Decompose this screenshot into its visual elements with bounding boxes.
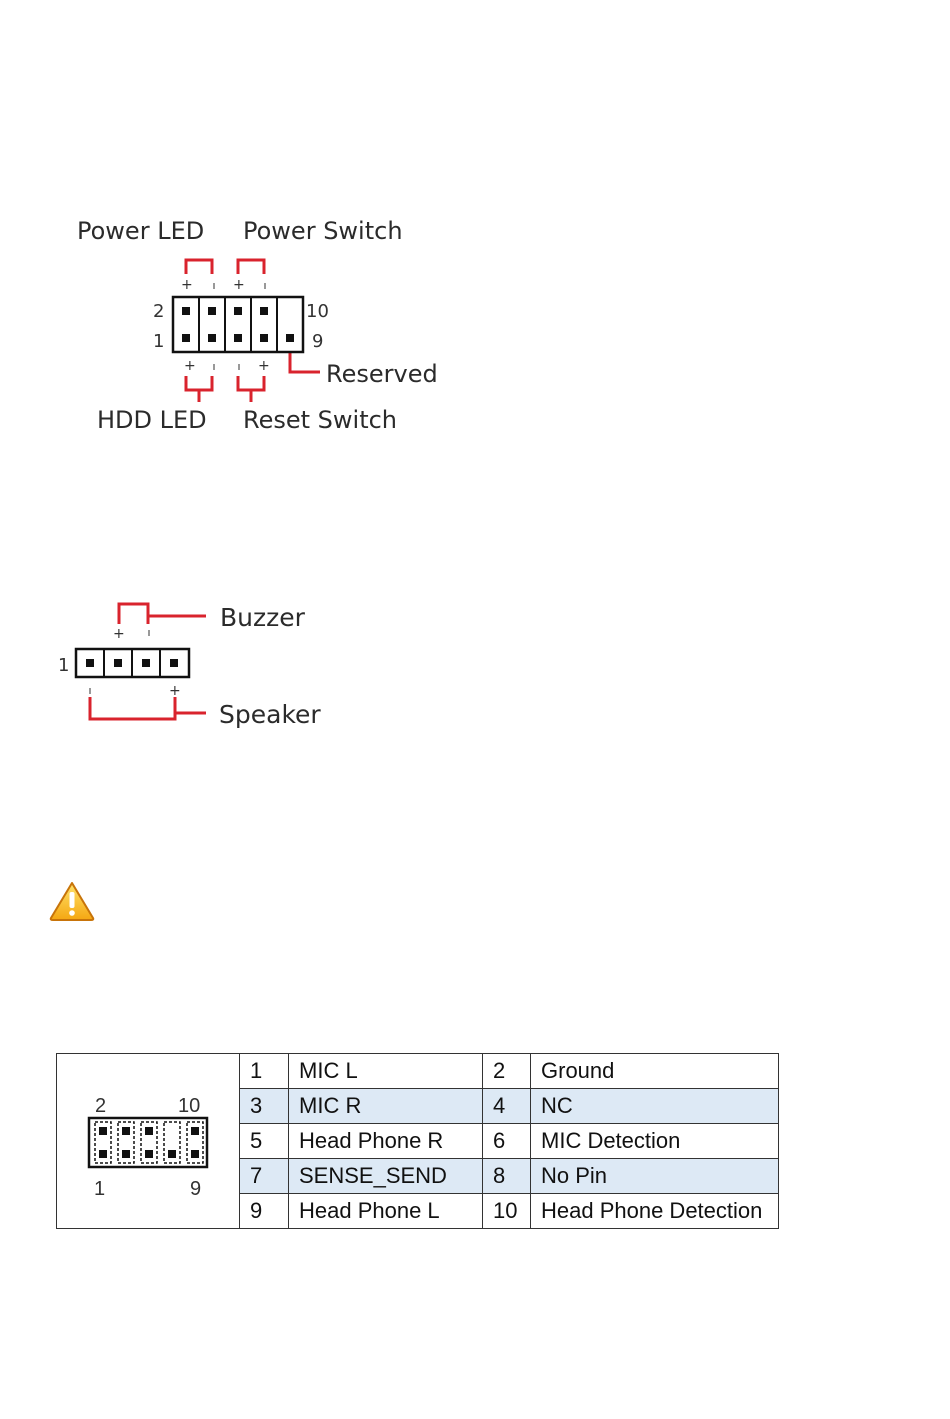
pin-5 — [234, 334, 242, 342]
pin-8 — [260, 307, 268, 315]
signal-cell: MIC R — [289, 1089, 483, 1124]
signal-cell: No Pin — [531, 1159, 779, 1194]
pin-cell: 8 — [483, 1159, 531, 1194]
pin-cell: 7 — [240, 1159, 289, 1194]
audio-header-graphic — [57, 1054, 240, 1234]
pin-4 — [208, 307, 216, 315]
speaker-header-graphic — [0, 580, 400, 740]
signal-cell: MIC Detection — [531, 1124, 779, 1159]
signal-cell: NC — [531, 1089, 779, 1124]
audio-pinout-table: 2 10 1 9 — [56, 1053, 779, 1229]
pin-cell: 4 — [483, 1089, 531, 1124]
pin-2 — [182, 307, 190, 315]
front-panel-header-graphic — [0, 0, 950, 460]
pin-3 — [208, 334, 216, 342]
pin-7 — [260, 334, 268, 342]
pin-cell: 1 — [240, 1054, 289, 1089]
warning-triangle-icon — [48, 880, 96, 922]
signal-cell: Ground — [531, 1054, 779, 1089]
pin-cell: 5 — [240, 1124, 289, 1159]
pin-cell: 10 — [483, 1194, 531, 1229]
table-row: 2 10 1 9 — [57, 1054, 779, 1089]
pin-9 — [286, 334, 294, 342]
signal-cell: SENSE_SEND — [289, 1159, 483, 1194]
pin-cell: 6 — [483, 1124, 531, 1159]
pin-1 — [182, 334, 190, 342]
signal-cell: MIC L — [289, 1054, 483, 1089]
pin-cell: 3 — [240, 1089, 289, 1124]
pin-cell: 2 — [483, 1054, 531, 1089]
pin-6 — [234, 307, 242, 315]
audio-header-graphic-cell: 2 10 1 9 — [57, 1054, 240, 1229]
signal-cell: Head Phone Detection — [531, 1194, 779, 1229]
signal-cell: Head Phone L — [289, 1194, 483, 1229]
signal-cell: Head Phone R — [289, 1124, 483, 1159]
pin-cell: 9 — [240, 1194, 289, 1229]
